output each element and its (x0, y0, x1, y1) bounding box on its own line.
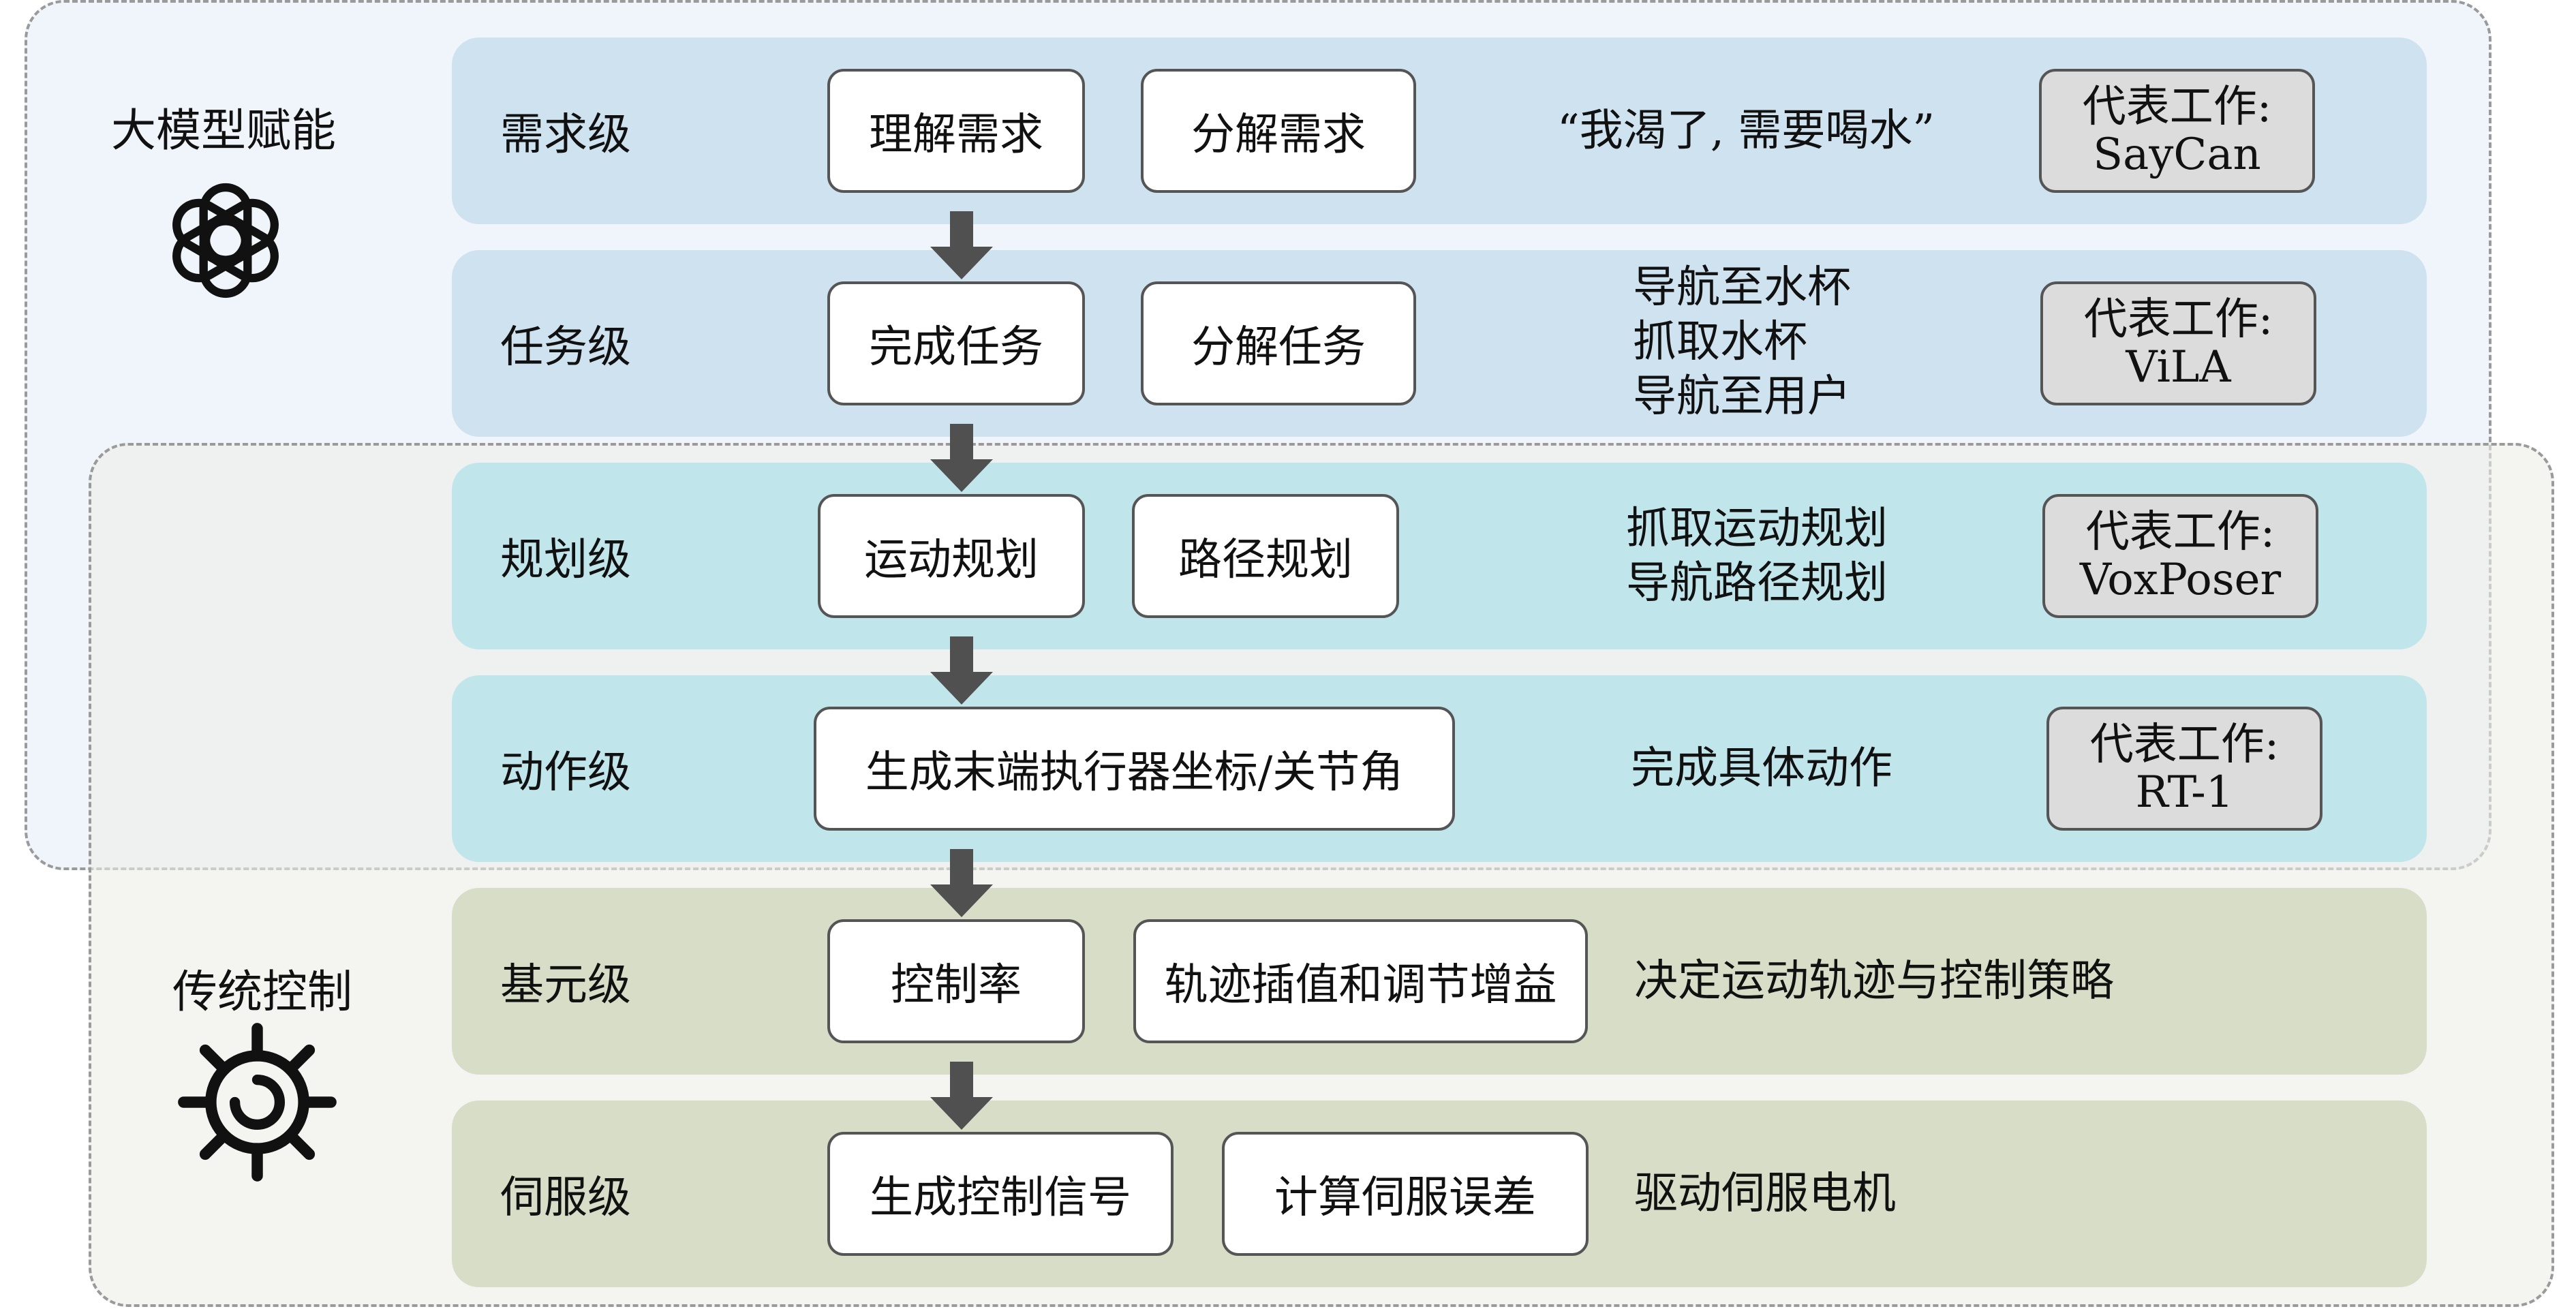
box-understand-demand: 理解需求 (827, 69, 1085, 193)
box-path-planning: 路径规划 (1132, 494, 1399, 618)
rep-work-action: 代表工作: RT-1 (2046, 707, 2322, 831)
rep-work-label: 代表工作: (2089, 720, 2280, 770)
down-arrow-icon (930, 211, 993, 279)
rep-work-name: SayCan (2093, 129, 2261, 180)
box-trajectory-interpolation: 轨迹插值和调节增益 (1133, 919, 1588, 1043)
rep-work-name: ViLA (2126, 342, 2231, 392)
traditional-control-title: 传统控制 (172, 966, 352, 1018)
level-band-planning: 规划级 运动规划 路径规划 抓取运动规划 导航路径规划 代表工作: VoxPos… (452, 463, 2427, 649)
rep-work-planning: 代表工作: VoxPoser (2042, 494, 2318, 618)
description-line: 导航至用户 (1633, 371, 1851, 422)
box-generate-end-effector: 生成末端执行器坐标/关节角 (814, 707, 1455, 831)
description-servo: 驱动伺服电机 (1634, 1167, 1896, 1221)
level-label-action: 动作级 (500, 748, 631, 798)
description-line: 导航至水杯 (1633, 262, 1851, 313)
description-demand: “我渴了, 需要喝水” (1557, 104, 1935, 158)
description-task: 导航至水杯 抓取水杯 导航至用户 (1633, 260, 1851, 424)
description-action: 完成具体动作 (1631, 741, 1892, 796)
description-line: 导航路径规划 (1626, 558, 1888, 609)
level-label-servo: 伺服级 (500, 1173, 631, 1223)
level-band-task: 任务级 完成任务 分解任务 导航至水杯 抓取水杯 导航至用户 代表工作: ViL… (452, 250, 2427, 437)
down-arrow-icon (930, 424, 993, 492)
description-line: 决定运动轨迹与控制策略 (1634, 956, 2114, 1006)
level-band-servo: 伺服级 生成控制信号 计算伺服误差 驱动伺服电机 (452, 1100, 2427, 1287)
description-planning: 抓取运动规划 导航路径规划 (1626, 502, 1888, 611)
rep-work-label: 代表工作: (2082, 82, 2272, 132)
description-primitive: 决定运动轨迹与控制策略 (1634, 954, 2114, 1008)
rep-work-label: 代表工作: (2083, 294, 2273, 345)
rep-work-label: 代表工作: (2085, 507, 2275, 557)
openai-logo-icon (172, 183, 279, 298)
level-label-primitive: 基元级 (500, 960, 631, 1011)
description-line: 抓取水杯 (1633, 317, 1807, 367)
llm-enabled-title: 大模型赋能 (111, 104, 336, 157)
description-line: 抓取运动规划 (1626, 504, 1888, 554)
level-band-action: 动作级 生成末端执行器坐标/关节角 完成具体动作 代表工作: RT-1 (452, 675, 2427, 862)
level-label-task: 任务级 (500, 322, 631, 373)
box-generate-control-signal: 生成控制信号 (827, 1132, 1174, 1256)
box-decompose-task: 分解任务 (1141, 281, 1416, 405)
level-band-primitive: 基元级 控制率 轨迹插值和调节增益 决定运动轨迹与控制策略 (452, 888, 2427, 1075)
gear-icon (178, 1023, 337, 1182)
level-label-planning: 规划级 (500, 535, 631, 585)
description-line: “我渴了, 需要喝水” (1557, 106, 1935, 156)
down-arrow-icon (930, 1062, 993, 1130)
box-control-law: 控制率 (827, 919, 1085, 1043)
down-arrow-icon (930, 636, 993, 705)
description-line: 完成具体动作 (1631, 743, 1892, 794)
rep-work-name: VoxPoser (2079, 555, 2282, 605)
rep-work-task: 代表工作: ViLA (2040, 281, 2316, 405)
box-motion-planning: 运动规划 (818, 494, 1085, 618)
box-compute-servo-error: 计算伺服误差 (1222, 1132, 1589, 1256)
down-arrow-icon (930, 849, 993, 917)
level-band-demand: 需求级 理解需求 分解需求 “我渴了, 需要喝水” 代表工作: SayCan (452, 37, 2427, 224)
level-label-demand: 需求级 (500, 110, 631, 160)
box-complete-task: 完成任务 (827, 281, 1085, 405)
rep-work-name: RT-1 (2135, 767, 2234, 818)
description-line: 驱动伺服电机 (1634, 1169, 1896, 1219)
box-decompose-demand: 分解需求 (1141, 69, 1416, 193)
rep-work-demand: 代表工作: SayCan (2039, 69, 2315, 193)
